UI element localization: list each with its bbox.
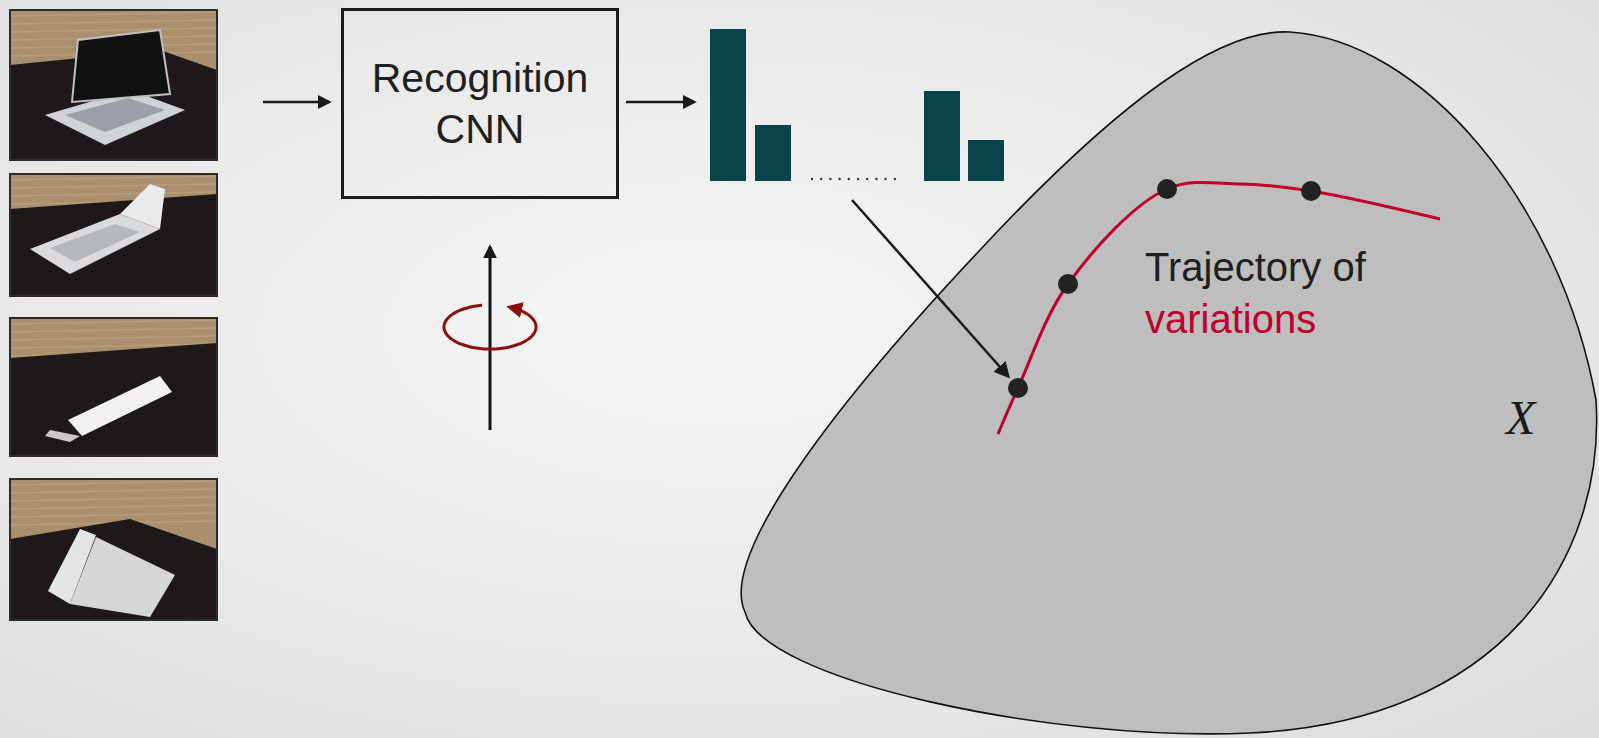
- input-arrow: [263, 101, 329, 104]
- bar: [924, 91, 960, 181]
- trajectory-curve: [998, 182, 1440, 434]
- region-shape: [741, 32, 1596, 734]
- laptop-photo: [10, 174, 217, 296]
- region-label: Trajectory of: [1145, 243, 1366, 291]
- photo-strip: [10, 10, 217, 620]
- bar: [968, 140, 1004, 181]
- ellipsis-dots: [811, 178, 896, 180]
- process-box: Recognition CNN: [341, 8, 619, 199]
- laptop-photo: [10, 10, 217, 160]
- region-outline: [720, 25, 1599, 738]
- trajectory-point: [1301, 181, 1321, 201]
- output-arrow: [626, 101, 694, 104]
- score-bars: [710, 29, 1004, 181]
- region-label-highlight: variations: [1145, 295, 1316, 343]
- trajectory-point: [1008, 378, 1028, 398]
- laptop-photo: [10, 479, 217, 620]
- laptop-photo: [10, 318, 217, 456]
- space-symbol: X: [1506, 389, 1535, 447]
- trajectory-point: [1058, 274, 1078, 294]
- bar: [755, 125, 791, 181]
- rotation-symbol: [444, 247, 536, 430]
- trajectory-point: [1157, 179, 1177, 199]
- bar: [710, 29, 746, 181]
- box-label: Recognition CNN: [370, 53, 591, 153]
- variation-space: Trajectory ofvariationsX: [720, 25, 1599, 738]
- mapping-arrow: [852, 200, 1008, 376]
